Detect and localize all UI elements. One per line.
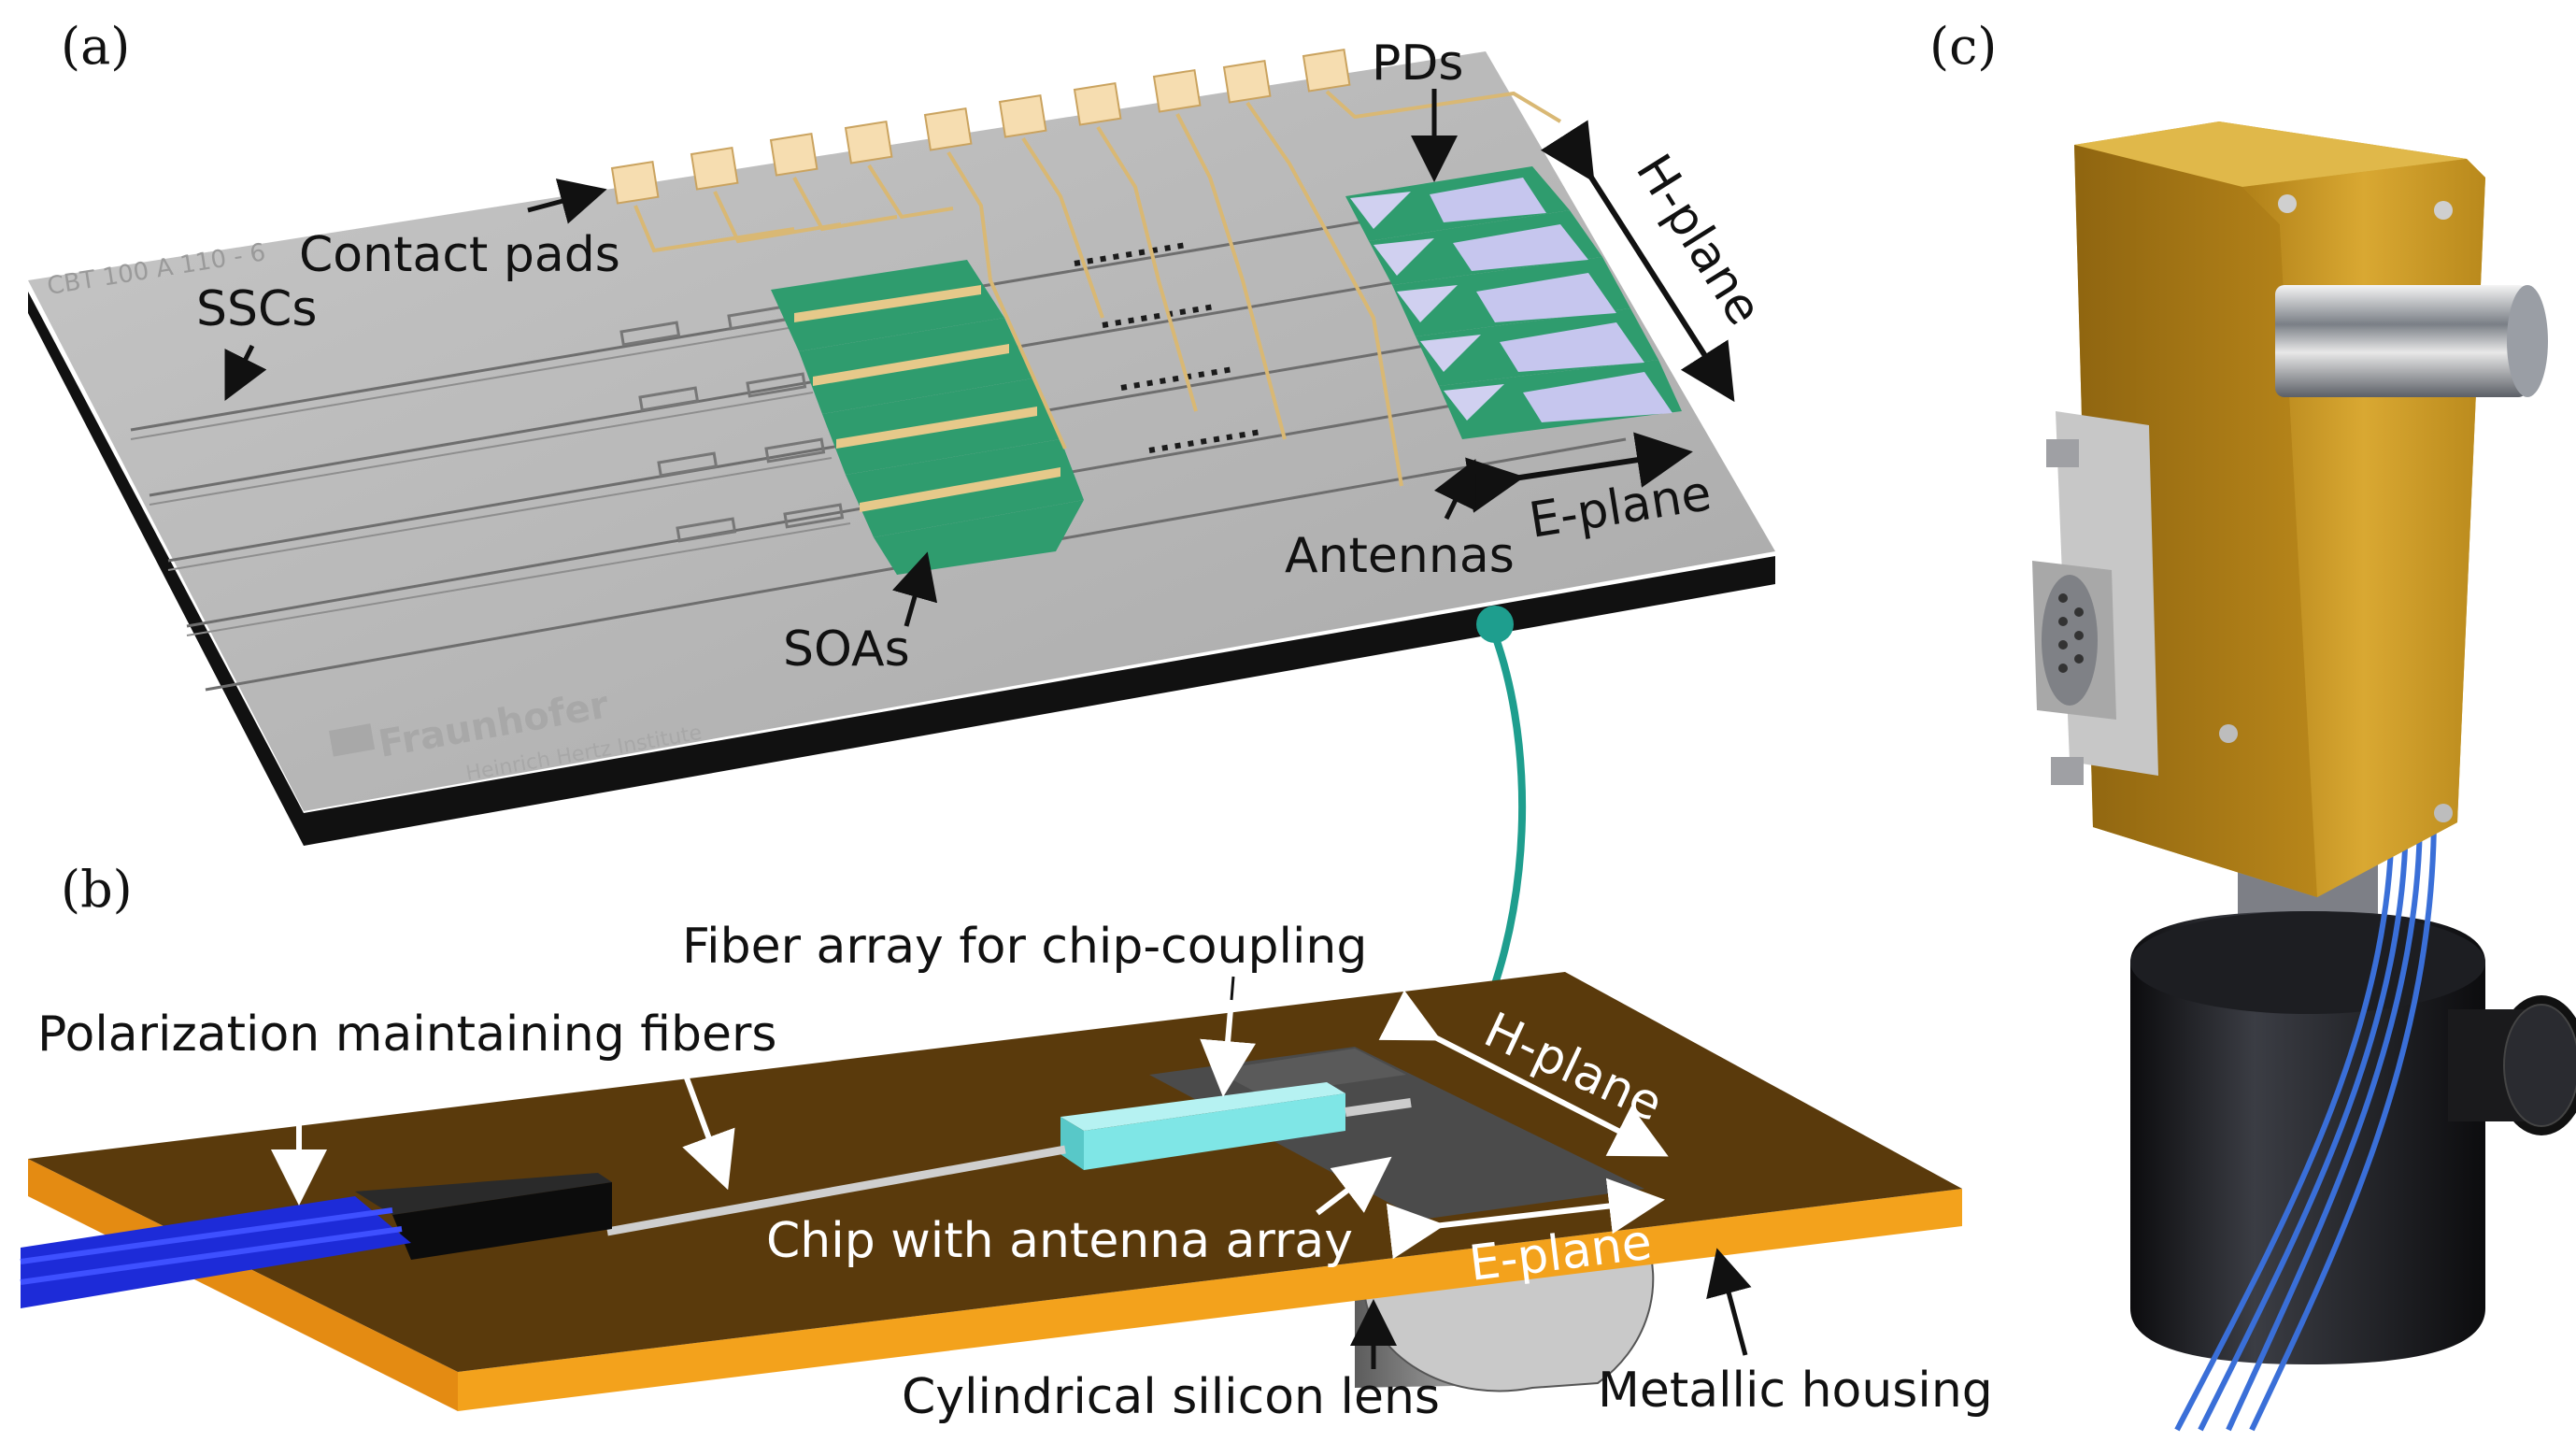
pds-label: PDs	[1372, 36, 1464, 92]
fiber-array-label: Fiber array for chip-coupling	[682, 919, 1367, 975]
board-left-edge	[28, 1159, 458, 1411]
chip-edge	[28, 292, 1775, 846]
chip-arrow	[1316, 1156, 1392, 1216]
waveguide-shadows	[130, 326, 851, 636]
housing-arrow	[1706, 1248, 1752, 1356]
pm-fibers-arrow-2	[679, 1064, 735, 1191]
soa-array	[771, 260, 1084, 575]
soas-arrow	[891, 551, 938, 627]
chip-with-array-label: Chip with antenna array	[766, 1213, 1353, 1269]
contact-pads-label: Contact pads	[299, 227, 620, 283]
sscs-arrow	[224, 344, 267, 401]
fiber-array-arrow-outline	[1230, 976, 1235, 1001]
sscs-label: SSCs	[196, 281, 317, 337]
contact-pads-arrow	[527, 178, 607, 224]
module-housing	[2032, 121, 2548, 897]
chip-on-board-top	[1215, 1049, 1406, 1095]
panel-label-c: (c)	[1929, 17, 1997, 76]
panel-label-b: (b)	[61, 860, 133, 919]
soas-label: SOAs	[783, 621, 910, 678]
ssc-tapers	[619, 305, 845, 543]
contact-pads	[610, 48, 1351, 205]
panel-label-a: (a)	[61, 17, 130, 76]
h-plane-label-chip: H-plane	[1625, 145, 1772, 335]
lens-label: Cylindrical silicon lens	[902, 1369, 1440, 1425]
antennas-arrow	[1433, 459, 1476, 521]
phase-sections	[1074, 242, 1262, 453]
pm-fiber-line	[606, 1145, 1066, 1236]
antennas-label: Antennas	[1285, 528, 1515, 584]
fiber-array-block	[1060, 1082, 1412, 1170]
module-panel: (c)	[1929, 17, 2576, 1432]
fiber-ferrule	[355, 1173, 612, 1260]
blue-fibers	[20, 1196, 411, 1308]
module-fibers	[2174, 812, 2437, 1432]
housing-label: Metallic housing	[1598, 1363, 1993, 1419]
pm-fibers-label: Polarization maintaining fibers	[37, 1007, 777, 1063]
assembly-panel: (b)	[20, 860, 1993, 1425]
